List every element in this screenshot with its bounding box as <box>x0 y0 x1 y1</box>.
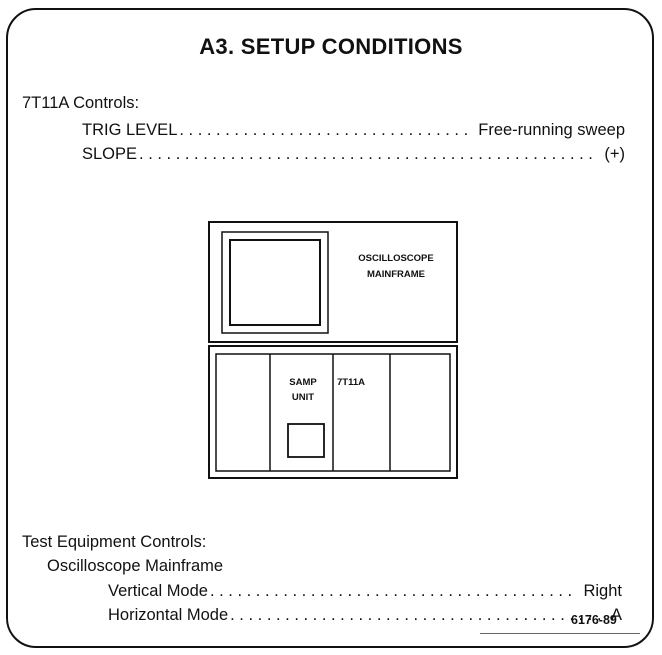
setting-row-horizontal-mode: Horizontal Mode A <box>108 606 622 625</box>
samp-unit-knob <box>287 423 325 458</box>
leader-dots <box>230 606 605 625</box>
mainframe-label-line1: OSCILLOSCOPE <box>358 253 433 264</box>
samp-label-line1: SAMP <box>289 377 317 388</box>
figure-underline <box>480 633 640 634</box>
test-equipment-heading: Test Equipment Controls: <box>22 533 207 551</box>
setting-label: Vertical Mode <box>108 582 208 600</box>
leader-dots <box>210 582 578 601</box>
setting-value: Right <box>583 582 622 600</box>
samp-label-line2: UNIT <box>292 392 314 403</box>
setting-value: (+) <box>604 145 625 163</box>
setting-row-vertical-mode: Vertical Mode Right <box>108 582 622 601</box>
setting-label: TRIG LEVEL <box>82 121 178 139</box>
setting-row-slope: SLOPE (+) <box>82 145 625 164</box>
page-title: A3. SETUP CONDITIONS <box>199 34 463 59</box>
rounded-frame <box>6 8 654 648</box>
setting-label: SLOPE <box>82 145 138 163</box>
setting-row-trig-level: TRIG LEVEL Free-running sweep <box>82 121 625 140</box>
plugin-7t11a-label: 7T11A <box>337 377 365 388</box>
figure-number: 6176-89 <box>571 613 617 627</box>
mainframe-subheading: Oscilloscope Mainframe <box>47 557 224 575</box>
setting-value: Free-running sweep <box>478 121 625 139</box>
setting-label: Horizontal Mode <box>108 606 229 624</box>
crt-screen-inner <box>229 239 321 326</box>
setting-value: A <box>610 606 622 624</box>
controls-heading: 7T11A Controls: <box>22 94 140 112</box>
mainframe-label-line2: MAINFRAME <box>367 269 425 280</box>
